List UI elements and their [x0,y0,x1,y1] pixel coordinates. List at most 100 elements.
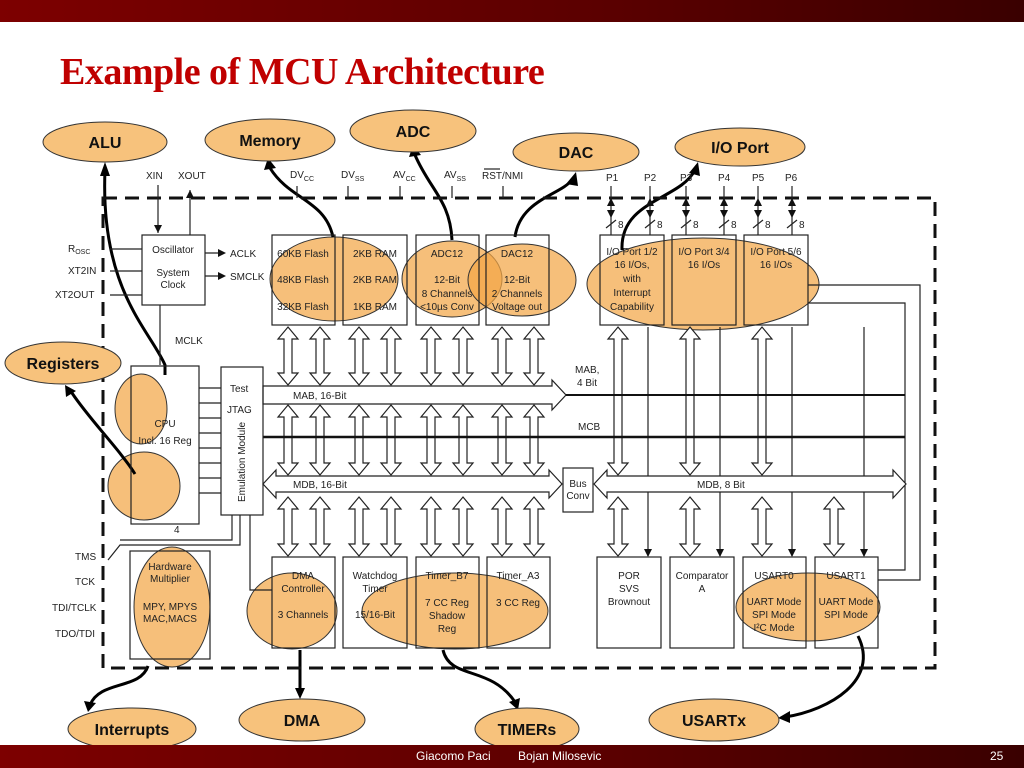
callout-dma: DMA [238,698,366,742]
svg-text:POR: POR [618,571,640,582]
svg-text:MCB: MCB [578,422,601,433]
comparator-block: Comparator A [669,556,735,649]
io-port-34-block: I/O Port 3/4 16 I/Os [671,234,737,326]
bus-double-arrow [606,496,630,557]
bus-width-tick [752,219,764,229]
svg-text:CPU: CPU [154,419,175,430]
svg-text:1KB RAM: 1KB RAM [353,302,397,313]
svg-text:I/O Port 5/6: I/O Port 5/6 [750,247,802,258]
port-width-label: 8 [765,220,771,231]
svg-text:Controller: Controller [281,584,325,595]
arrow-head-icon [644,549,652,557]
bus-double-arrow [379,496,403,557]
pin-dvss: DVSS [341,170,365,183]
pin-xt2out: XT2OUT [55,290,94,301]
hardware-multiplier-block: Hardware Multiplier MPY, MPYS MAC,MACS [129,550,211,660]
callout-timers: TIMERs [474,707,580,751]
por-svs-block: POR SVS Brownout [596,556,662,649]
bus-double-arrow [308,496,332,557]
svg-text:DMA: DMA [284,713,321,730]
callout-memory: Memory [204,118,336,162]
svg-text:Interrupt: Interrupt [613,288,650,299]
svg-text:48KB Flash: 48KB Flash [277,275,329,286]
svg-text:16 I/Os: 16 I/Os [688,260,720,271]
flash-block: 60KB Flash 48KB Flash 32KB Flash [271,234,336,326]
pin-avcc: AVCC [393,170,416,183]
pin-tdi-tclk: TDI/TCLK [52,603,97,614]
usart1-block: USART1 UART Mode SPI Mode [814,556,879,649]
svg-text:8 Channels: 8 Channels [422,289,473,300]
bus-double-arrow [750,326,774,476]
callout-interrupts: Interrupts [67,707,197,751]
bus-double-arrow [419,404,443,476]
bidirectional-arrow-icon [682,198,690,218]
svg-text:Timer_A3: Timer_A3 [497,571,540,582]
top-bar [0,0,1024,22]
io-port-highlight [586,237,820,331]
bus-double-arrow [276,326,300,386]
svg-text:32KB Flash: 32KB Flash [277,302,329,313]
io-port-12-block: I/O Port 1/2 16 I/Os, with Interrupt Cap… [599,234,665,326]
svg-text:DMA: DMA [292,571,315,582]
port-width-label: 8 [799,220,805,231]
memory-highlight [269,236,399,322]
bus-double-arrow [678,326,702,476]
svg-text:I/O Port 1/2: I/O Port 1/2 [606,247,658,258]
adc12-block: ADC12 12-Bit 8 Channels <10µs Conv [415,234,480,326]
svg-text:TIMERs: TIMERs [498,722,557,739]
arrow-head-icon [860,549,868,557]
footer-author-1: Giacomo Paci [416,749,491,763]
pin-tck: TCK [75,577,95,588]
callout-dac: DAC [512,132,640,172]
pin-rst-nmi: RST/NMI [482,171,523,182]
svg-text:ADC12: ADC12 [431,249,464,260]
svg-text:Hardware: Hardware [148,562,192,573]
svg-text:<10µs Conv: <10µs Conv [420,302,474,313]
svg-text:Registers: Registers [27,356,100,373]
svg-text:Memory: Memory [239,133,300,150]
svg-text:4: 4 [174,525,180,536]
dma-controller-block: DMA Controller 3 Channels [271,556,336,649]
svg-text:USART1: USART1 [826,571,866,582]
svg-text:I²C Mode: I²C Mode [753,623,795,634]
bus-double-arrow [347,496,371,557]
svg-text:2KB RAM: 2KB RAM [353,249,397,260]
port-p1: P1 [606,173,619,184]
bus-double-arrow [451,326,475,386]
bus-double-arrow [308,404,332,476]
svg-text:SVS: SVS [619,584,639,595]
svg-text:Bus: Bus [569,479,586,490]
svg-text:I/O Port 3/4: I/O Port 3/4 [678,247,730,258]
svg-text:Reg: Reg [438,624,456,635]
timers-highlight [361,572,549,650]
bus-width-tick [718,219,730,229]
bidirectional-arrow-icon [720,198,728,218]
mcb-bus: MCB [263,422,905,439]
svg-text:Timer_B7: Timer_B7 [426,571,469,582]
alu-highlight [114,373,168,445]
smclk-label: SMCLK [230,272,265,283]
pin-avss: AVSS [444,170,466,183]
pin-rosc: ROSC [68,244,90,256]
svg-text:DAC: DAC [559,145,594,162]
bus-double-arrow [347,404,371,476]
svg-text:16 I/Os: 16 I/Os [760,260,792,271]
pin-xin: XIN [146,171,163,182]
svg-text:2KB RAM: 2KB RAM [353,275,397,286]
mdb-bus: MDB, 16-Bit Bus Conv MDB, 8 Bit [262,467,907,513]
bus-width-tick [605,219,617,229]
bus-width-tick [786,219,798,229]
svg-text:Timer: Timer [362,584,388,595]
bus-width-tick [644,219,656,229]
bus-double-arrow [490,496,514,557]
bus-double-arrow [379,404,403,476]
bidirectional-arrow-icon [646,198,654,218]
svg-text:7 CC Reg: 7 CC Reg [425,598,469,609]
pin-xt2in: XT2IN [68,266,96,277]
pin-tdo-tdi: TDO/TDI [55,629,95,640]
timer-b7-block: Timer_B7 7 CC Reg Shadow Reg [415,556,480,649]
registers-highlight [107,451,181,521]
emulation-module: Test JTAG Emulation Module 4 [120,366,272,591]
bus-double-arrow [522,496,546,557]
